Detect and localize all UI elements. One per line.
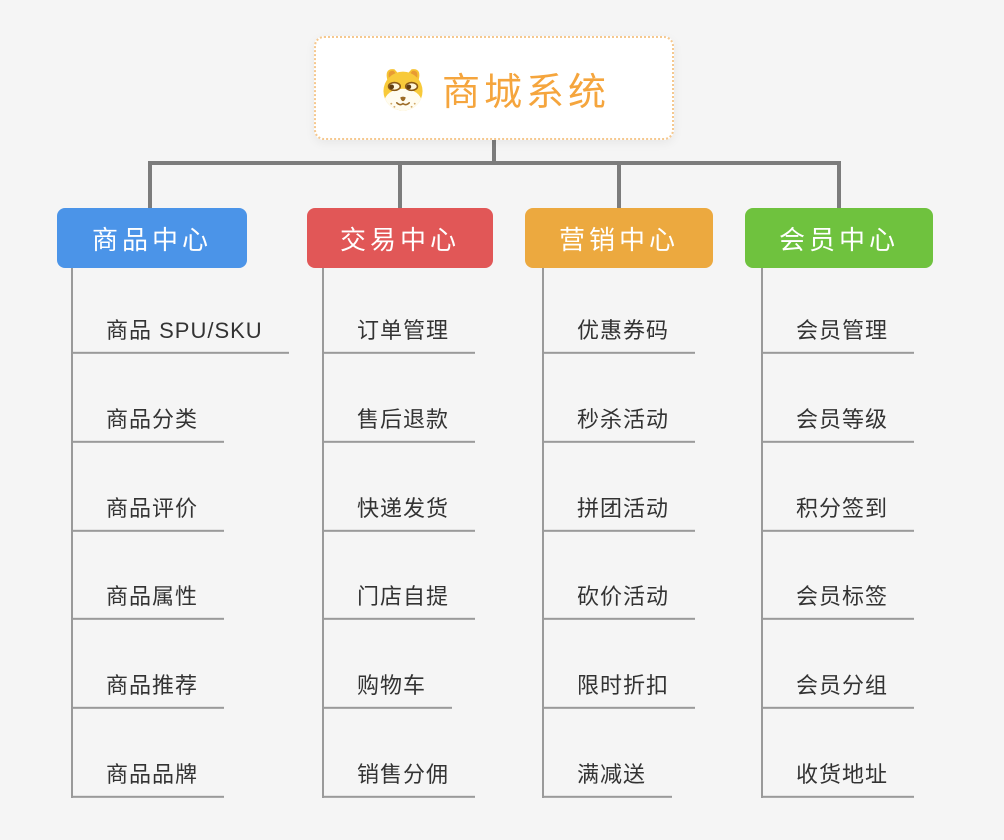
dog-face-icon [378,63,428,113]
branch-label: 营销中心 [558,224,679,255]
branch-label: 商品中心 [91,224,212,255]
connector-bus [148,161,841,165]
leaf-node[interactable]: 销售分佣 [322,762,476,798]
connector-root-stub [492,140,496,163]
leaf-node[interactable]: 快递发货 [322,496,476,532]
leaf-node[interactable]: 商品属性 [71,584,225,620]
leaf-node[interactable]: 购物车 [322,673,453,709]
leaf-node[interactable]: 订单管理 [322,318,476,354]
branch-node-trade-center[interactable]: 交易中心 [307,208,493,268]
leaf-node[interactable]: 砍价活动 [542,584,696,620]
branch-label: 交易中心 [339,224,460,255]
branch-node-marketing-center[interactable]: 营销中心 [525,208,713,268]
leaf-node[interactable]: 限时折扣 [542,673,696,709]
leaf-node[interactable]: 商品分类 [71,407,225,443]
branch-node-product-center[interactable]: 商品中心 [57,208,247,268]
connector-drop-2 [398,163,402,208]
leaf-node[interactable]: 优惠券码 [542,318,696,354]
connector-drop-4 [837,163,841,208]
root-node[interactable]: 商城系统 [314,36,674,140]
leaf-node[interactable]: 积分签到 [761,496,915,532]
trunk-line-1 [71,268,73,798]
branch-node-member-center[interactable]: 会员中心 [745,208,933,268]
leaf-node[interactable]: 会员管理 [761,318,915,354]
trunk-line-4 [761,268,763,798]
connector-drop-3 [617,163,621,208]
leaf-node[interactable]: 商品 SPU/SKU [71,318,289,354]
leaf-node[interactable]: 会员等级 [761,407,915,443]
leaf-node[interactable]: 会员标签 [761,584,915,620]
leaf-node[interactable]: 秒杀活动 [542,407,696,443]
leaf-node[interactable]: 拼团活动 [542,496,696,532]
leaf-node[interactable]: 商品推荐 [71,673,225,709]
trunk-line-3 [542,268,544,798]
leaf-node[interactable]: 商品评价 [71,496,225,532]
connector-drop-1 [148,163,152,208]
leaf-node[interactable]: 门店自提 [322,584,476,620]
leaf-node[interactable]: 满减送 [542,762,673,798]
branch-label: 会员中心 [778,224,899,255]
leaf-node[interactable]: 商品品牌 [71,762,225,798]
leaf-node[interactable]: 会员分组 [761,673,915,709]
trunk-line-2 [322,268,324,798]
leaf-node[interactable]: 收货地址 [761,762,915,798]
leaf-node[interactable]: 售后退款 [322,407,476,443]
root-title: 商城系统 [441,71,610,114]
